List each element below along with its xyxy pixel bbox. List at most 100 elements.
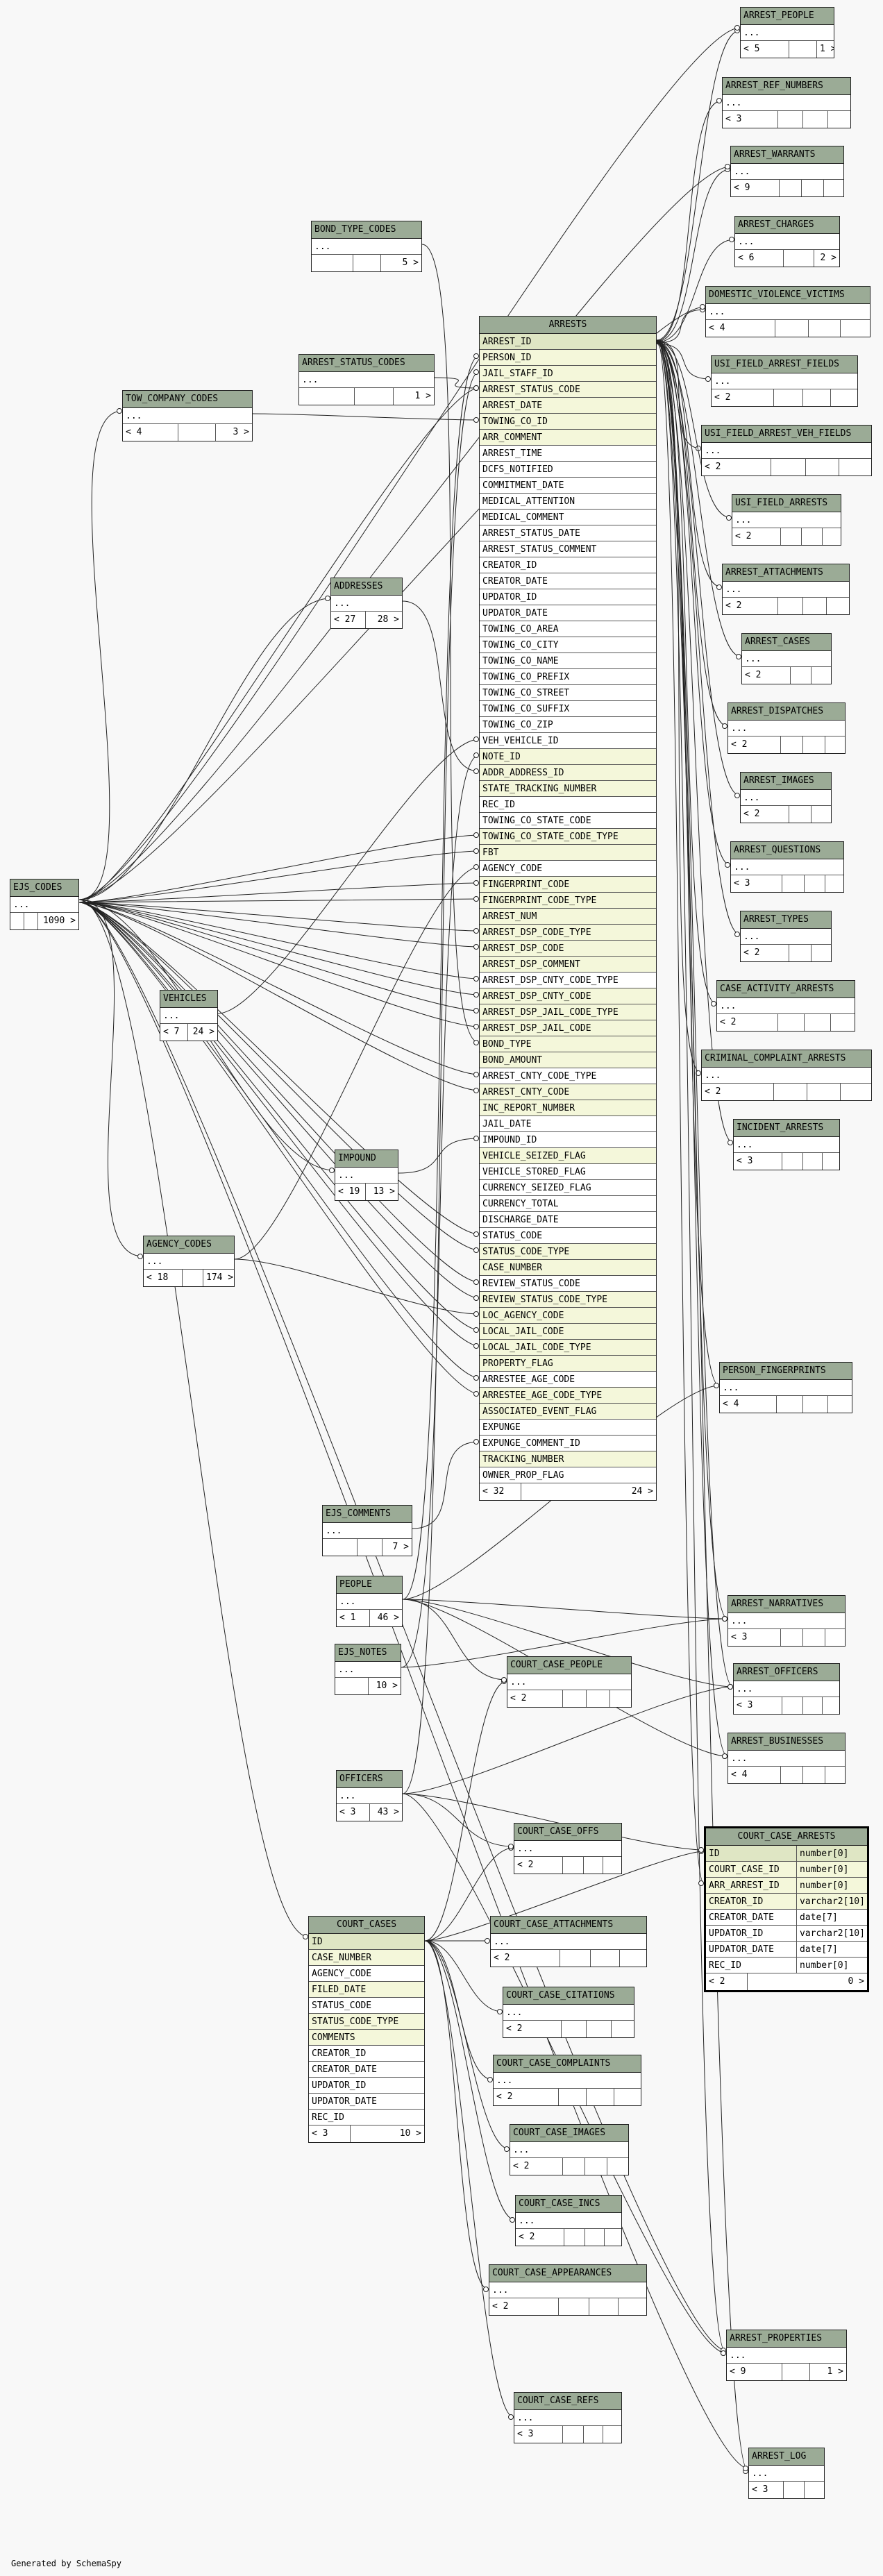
table-ejs-notes[interactable]: EJS_NOTES...10 > <box>335 1644 401 1695</box>
column-row: CURRENCY_TOTAL <box>480 1196 656 1212</box>
parents-count: 46 > <box>377 1613 399 1623</box>
column-row: ARREST_STATUS_DATE <box>480 525 656 541</box>
table-person-fingerprints[interactable]: PERSON_FINGERPRINTS...< 4 <box>719 1362 852 1413</box>
table-court-case-people[interactable]: COURT_CASE_PEOPLE...< 2 <box>507 1656 632 1708</box>
column-row: FBT <box>480 845 656 861</box>
parents-count: 13 > <box>373 1186 395 1197</box>
table-dv-victims[interactable]: DOMESTIC_VIOLENCE_VICTIMS...< 4 <box>705 286 871 337</box>
footer-cell <box>782 1153 803 1170</box>
collapsed-columns: ... <box>489 2282 646 2298</box>
table-arrest-images[interactable]: ARREST_IMAGES...< 2 <box>740 772 832 823</box>
table-court-case-images[interactable]: COURT_CASE_IMAGES...< 2 <box>510 2124 629 2175</box>
table-header: CASE_ACTIVITY_ARRESTS <box>717 981 855 998</box>
footer-cell <box>587 1690 610 1707</box>
table-arrest-narratives[interactable]: ARREST_NARRATIVES...< 3 <box>728 1595 846 1647</box>
footer-cell <box>585 2158 607 2175</box>
relationship-line <box>78 902 480 1011</box>
relationship-endpoint <box>473 768 479 774</box>
table-arrest-businesses[interactable]: ARREST_BUSINESSES...< 4 <box>728 1733 846 1784</box>
table-court-case-appearances[interactable]: COURT_CASE_APPEARANCES...< 2 <box>489 2264 647 2316</box>
relationship-endpoint <box>303 1934 308 1939</box>
table-arrest-status-codes[interactable]: ARREST_STATUS_CODES...1 > <box>298 354 435 405</box>
table-arrest-officers[interactable]: ARREST_OFFICERS...< 3 <box>733 1663 840 1715</box>
parents-count <box>811 806 831 823</box>
footer-cell <box>587 2021 612 2037</box>
relationship-endpoint <box>473 1072 479 1077</box>
relationship-endpoint <box>698 1880 704 1886</box>
relationship-endpoint <box>473 1040 479 1045</box>
table-usi-field-arrest-veh-fields[interactable]: USI_FIELD_ARREST_VEH_FIELDS...< 2 <box>701 425 872 476</box>
parents-count <box>825 1767 845 1783</box>
table-court-case-offs[interactable]: COURT_CASE_OFFS...< 2 <box>514 1823 622 1874</box>
column-row: PERSON_ID <box>480 350 656 366</box>
relationship-line <box>78 882 480 903</box>
table-arrest-questions[interactable]: ARREST_QUESTIONS...< 3 <box>730 841 844 893</box>
relationship-line <box>656 30 741 341</box>
table-court-case-complaints[interactable]: COURT_CASE_COMPLAINTS...< 2 <box>493 2055 641 2106</box>
table-arrest-types[interactable]: ARREST_TYPES...< 2 <box>740 911 832 962</box>
children-count: < 2 <box>732 528 781 545</box>
parents-count: 3 > <box>233 427 249 437</box>
table-usi-field-arrests[interactable]: USI_FIELD_ARRESTS...< 2 <box>732 494 841 546</box>
collapsed-columns: ... <box>123 408 252 424</box>
table-header: ARRESTS <box>480 317 656 334</box>
table-case-activity-arrests[interactable]: CASE_ACTIVITY_ARRESTS...< 2 <box>716 980 855 1032</box>
table-footer: < 3 <box>723 111 850 128</box>
children-count: < 2 <box>489 2298 559 2315</box>
table-arrest-log[interactable]: ARREST_LOG...< 3 <box>748 2448 825 2499</box>
table-court-case-refs[interactable]: COURT_CASE_REFS...< 3 <box>514 2392 622 2443</box>
table-ejs-codes[interactable]: EJS_CODES...1090 > <box>10 879 79 930</box>
table-usi-field-arrest-fields[interactable]: USI_FIELD_ARREST_FIELDS...< 2 <box>711 355 858 407</box>
relationship-line <box>424 1681 507 1942</box>
column-row: TOWING_CO_AREA <box>480 621 656 637</box>
column-row: ARREST_TIME <box>480 446 656 462</box>
relationship-line <box>78 902 480 1075</box>
parents-count <box>841 320 870 337</box>
parents-count: 1090 > <box>43 916 76 926</box>
relationship-line <box>78 902 480 1395</box>
footer-cell <box>584 1857 603 1874</box>
table-arrest-dispatches[interactable]: ARREST_DISPATCHES...< 2 <box>728 702 846 754</box>
children-count: < 2 <box>503 2021 562 2037</box>
table-arrest-attachments[interactable]: ARREST_ATTACHMENTS...< 2 <box>722 564 850 615</box>
column-row: TOWING_CO_ZIP <box>480 717 656 733</box>
table-ejs-comments[interactable]: EJS_COMMENTS...7 > <box>322 1505 412 1556</box>
parents-count: 0 > <box>848 1976 864 1987</box>
footer-cell <box>803 736 825 753</box>
column-name: CREATOR_ID <box>709 1896 764 1907</box>
table-court-case-citations[interactable]: COURT_CASE_CITATIONS...< 2 <box>503 1987 634 2038</box>
table-arrest-cases[interactable]: ARREST_CASES...< 2 <box>741 633 832 684</box>
relationship-line <box>424 1847 514 1942</box>
column-row: EXPUNGE_COMMENT_ID <box>480 1436 656 1451</box>
table-incident-arrests[interactable]: INCIDENT_ARRESTS...< 3 <box>733 1119 840 1170</box>
table-court-case-incs[interactable]: COURT_CASE_INCS...< 2 <box>515 2195 622 2246</box>
collapsed-columns: ... <box>734 1137 839 1153</box>
column-type: date[7] <box>796 1910 838 1925</box>
table-arrest-warrants[interactable]: ARREST_WARRANTS...< 9 <box>730 146 844 197</box>
column-row: ARREST_DSP_COMMENT <box>480 957 656 973</box>
parents-count <box>603 1857 621 1874</box>
parents-count <box>839 459 871 475</box>
column-row: LOC_AGENCY_CODE <box>480 1308 656 1324</box>
table-criminal-complaint-arrests[interactable]: CRIMINAL_COMPLAINT_ARRESTS...< 2 <box>701 1050 872 1101</box>
table-court-case-attachments[interactable]: COURT_CASE_ATTACHMENTS...< 2 <box>490 1916 647 1967</box>
table-bond-type-codes[interactable]: BOND_TYPE_CODES...5 > <box>311 221 422 272</box>
children-count: < 2 <box>717 1014 778 1031</box>
table-arrest-ref-numbers[interactable]: ARREST_REF_NUMBERS...< 3 <box>722 77 851 128</box>
